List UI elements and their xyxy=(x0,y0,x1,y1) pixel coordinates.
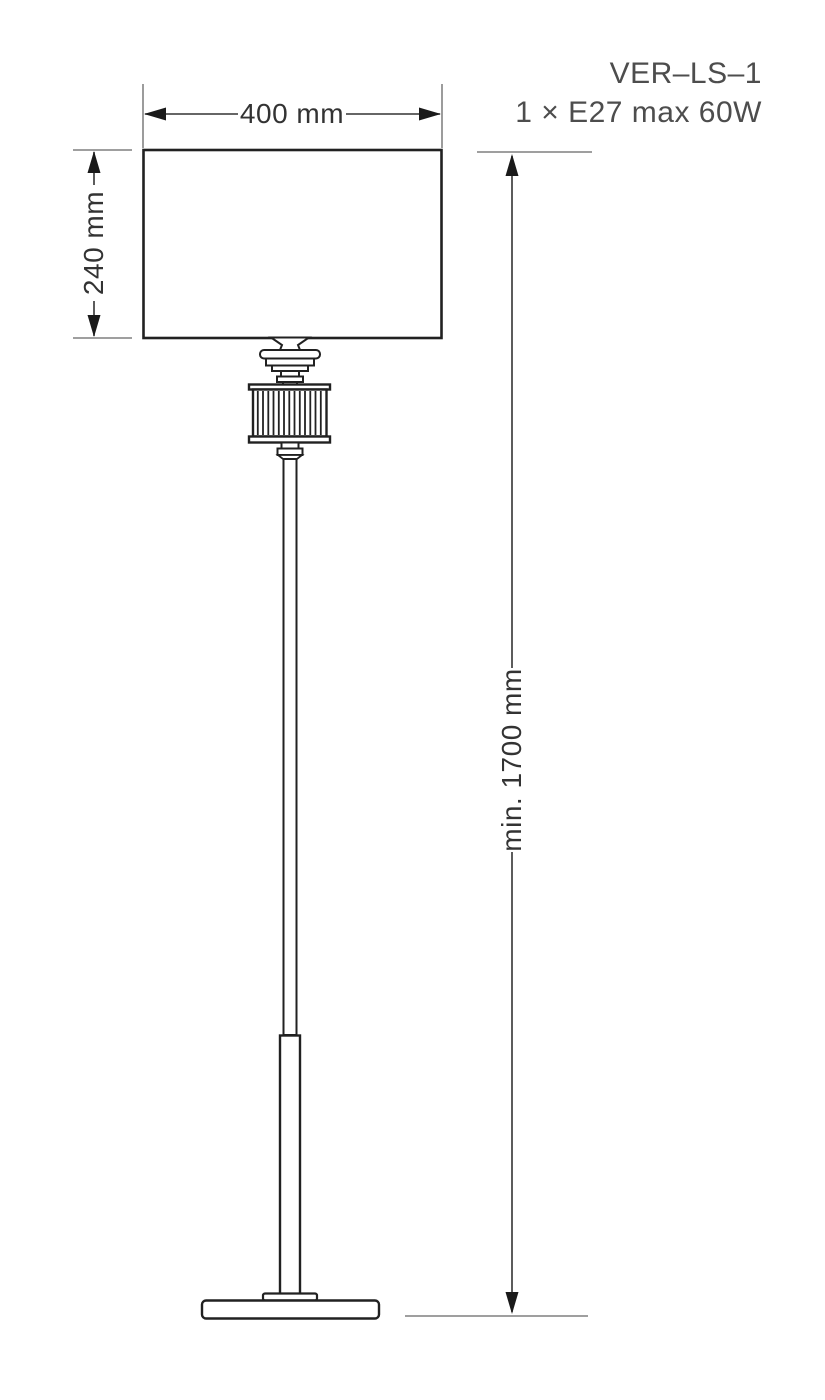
dimension-total-height xyxy=(405,151,592,1317)
holder-tier-1 xyxy=(259,349,321,360)
arrowhead-down-icon xyxy=(87,315,101,337)
dimension-shade-width xyxy=(142,84,443,148)
stem-lower-tube xyxy=(278,1034,302,1296)
header-block: VER–LS–1 1 × E27 max 60W xyxy=(515,54,762,132)
shade-outline xyxy=(142,148,443,340)
product-code: VER–LS–1 xyxy=(609,57,762,90)
arrowhead-up-icon xyxy=(505,154,519,176)
lamp-spec: 1 × E27 max 60W xyxy=(515,96,762,129)
drum-ribs xyxy=(256,391,322,435)
total-height-label: min. 1700 mm xyxy=(496,668,527,852)
arrowhead-right-icon xyxy=(419,107,441,121)
arrowhead-down-icon xyxy=(505,1292,519,1314)
lamp-drum xyxy=(247,383,332,444)
stem-upper-tube xyxy=(282,458,298,1036)
base-plate xyxy=(200,1299,381,1320)
lamp-stem xyxy=(275,441,305,1296)
arrowhead-left-icon xyxy=(144,107,166,121)
stem-collar xyxy=(276,447,304,456)
holder-cup xyxy=(267,336,313,351)
arrowhead-up-icon xyxy=(87,151,101,173)
dimension-shade-height xyxy=(73,149,132,339)
shade-height-label: 240 mm xyxy=(78,190,109,296)
lamp-base xyxy=(200,1292,381,1320)
lamp-shade xyxy=(142,148,443,340)
shade-width-label: 400 mm xyxy=(239,98,345,129)
lamp-holder xyxy=(259,336,321,386)
holder-tier-2 xyxy=(265,357,315,367)
